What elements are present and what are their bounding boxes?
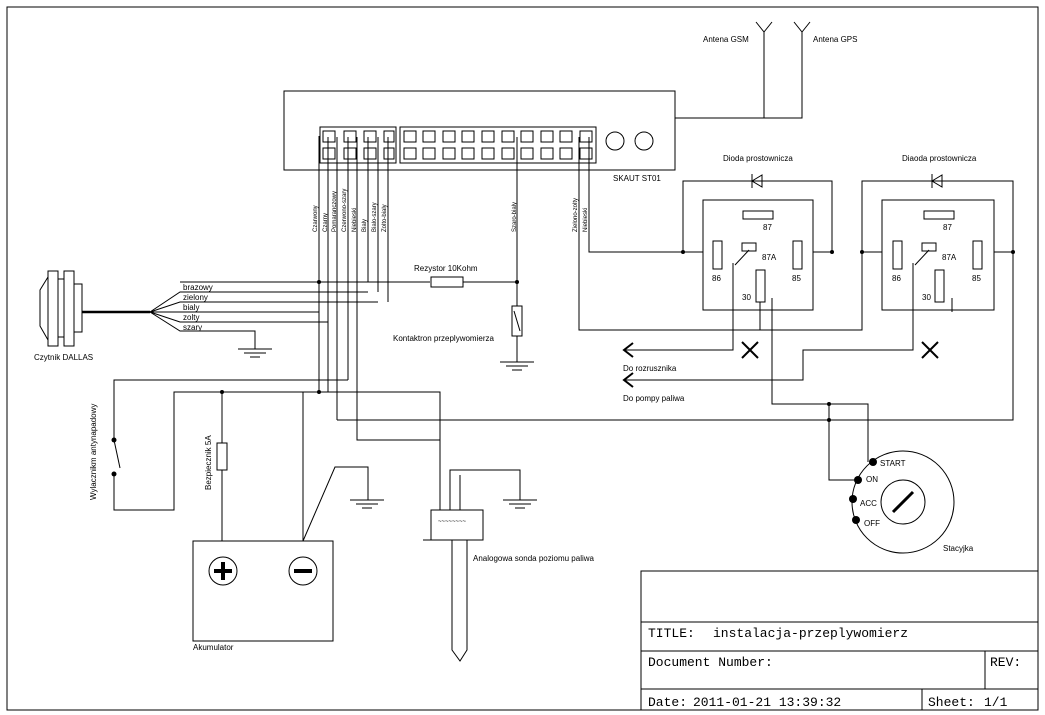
antenna-gps: Antena GPS (675, 21, 857, 119)
svg-text:30: 30 (922, 293, 931, 302)
ground-icon (350, 499, 384, 509)
reed-switch: Kontaktron przeplywomierza (393, 282, 523, 362)
minus-icon (288, 556, 318, 586)
fuse-label: Bezpiecznik 5A (204, 435, 213, 490)
wire-label: Zielono-zolty (573, 198, 579, 232)
cut-mark-icon (741, 341, 939, 359)
gps-socket-icon (634, 131, 654, 151)
fuel-sensor: ~~~~~~~~ Analogowa sonda poziomu paliwa (423, 469, 595, 662)
svg-text:87A: 87A (942, 253, 957, 262)
ignition-label: Stacyjka (943, 544, 974, 553)
resistor-label: Rezystor 10Kohm (414, 264, 478, 273)
diode-label: Dioda prostownicza (723, 154, 793, 163)
svg-text:OFF: OFF (864, 519, 880, 528)
wire-label: Czarny (323, 213, 329, 232)
title-label: TITLE: (648, 626, 695, 641)
ground-icon (503, 499, 537, 509)
relay-1: Dioda prostownicza 87 87A 86 85 30 (682, 154, 833, 311)
relay-2: Diaoda prostownicza 87 87A 86 85 30 (861, 154, 1014, 311)
svg-text:87: 87 (943, 223, 952, 232)
battery-label: Akumulator (193, 643, 234, 652)
plus-icon (208, 556, 238, 586)
antenna-gps-label: Antena GPS (813, 35, 857, 44)
wire-label: Pomaranczowy (332, 191, 338, 232)
date-value: 2011-01-21 13:39:32 (693, 695, 841, 710)
svg-text:85: 85 (792, 274, 801, 283)
docnum-label: Document Number: (648, 655, 773, 670)
device-name: SKAUT ST01 (613, 174, 661, 183)
battery: Akumulator (192, 540, 334, 652)
ground-icon (500, 361, 534, 371)
dallas-wires (149, 281, 517, 349)
rev-label: REV: (990, 655, 1021, 670)
reed-switch-label: Kontaktron przeplywomierza (393, 334, 494, 343)
antenna-gsm: Antena GSM (675, 21, 773, 119)
wire-label: Szaro-bialy (512, 202, 518, 232)
date-label: Date: (648, 695, 687, 710)
wire-label: Bialy (362, 219, 368, 232)
switch-label: Wylacznikm antynapadowy (89, 404, 98, 500)
svg-text:87: 87 (763, 223, 772, 232)
title-block: TITLE: instalacja-przeplywomierz Documen… (640, 570, 1039, 711)
sheet-value: 1/1 (984, 695, 1008, 710)
dallas-reader: Czytnik DALLAS (34, 270, 150, 362)
title-value: instalacja-przeplywomierz (713, 626, 908, 641)
device-wire-labels: Czarwony Czarny Pomaranczowy Czerwono-sz… (313, 189, 589, 232)
dallas-wire-label: brazowy (183, 283, 213, 292)
wire-label: Niebieski (352, 208, 358, 232)
diode-label: Diaoda prostownicza (902, 154, 977, 163)
wire-label: Czerwono-szary (342, 189, 348, 232)
svg-text:30: 30 (742, 293, 751, 302)
sheet-label: Sheet: (928, 695, 975, 710)
wire-label: Czarwony (313, 205, 319, 232)
svg-text:ON: ON (866, 475, 878, 484)
arrow-left-icon (622, 342, 634, 388)
dallas-wire-label: zolty (183, 313, 199, 322)
wire-label: Zolto-bialy (382, 204, 388, 232)
dallas-wire-label: bialy (183, 303, 199, 312)
svg-text:ACC: ACC (860, 499, 877, 508)
ignition-switch: START ON ACC OFF Stacyjka (849, 450, 974, 554)
svg-text:87A: 87A (762, 253, 777, 262)
sheet-border (6, 6, 1039, 711)
antenna-gsm-label: Antena GSM (703, 35, 749, 44)
fuse: Bezpiecznik 5A (204, 435, 228, 490)
output-starter-label: Do rozrusznika (623, 364, 677, 373)
svg-text:86: 86 (712, 274, 721, 283)
fuel-sensor-label: Analogowa sonda poziomu paliwa (473, 554, 595, 563)
dallas-label: Czytnik DALLAS (34, 353, 93, 362)
wire-label: Bialo-szary (372, 202, 378, 232)
svg-text:~~~~~~~~: ~~~~~~~~ (438, 519, 467, 525)
dallas-wire-label: zielony (183, 293, 208, 302)
resistor: Rezystor 10Kohm (414, 264, 478, 288)
device-wires (318, 136, 863, 510)
dallas-wire-label: szary (183, 323, 202, 332)
ground-icon (238, 348, 272, 358)
wire-label: Niebieski (583, 208, 589, 232)
output-fuel-pump-label: Do pompy paliwa (623, 394, 685, 403)
relay-output-wires (337, 252, 1014, 481)
switch-wiring (113, 379, 441, 542)
gsm-socket-icon (605, 131, 625, 151)
svg-text:86: 86 (892, 274, 901, 283)
svg-text:85: 85 (972, 274, 981, 283)
diode-icon (931, 174, 943, 188)
skaut-device: SKAUT ST01 (283, 90, 676, 183)
svg-text:START: START (880, 459, 906, 468)
diode-icon (751, 174, 763, 188)
